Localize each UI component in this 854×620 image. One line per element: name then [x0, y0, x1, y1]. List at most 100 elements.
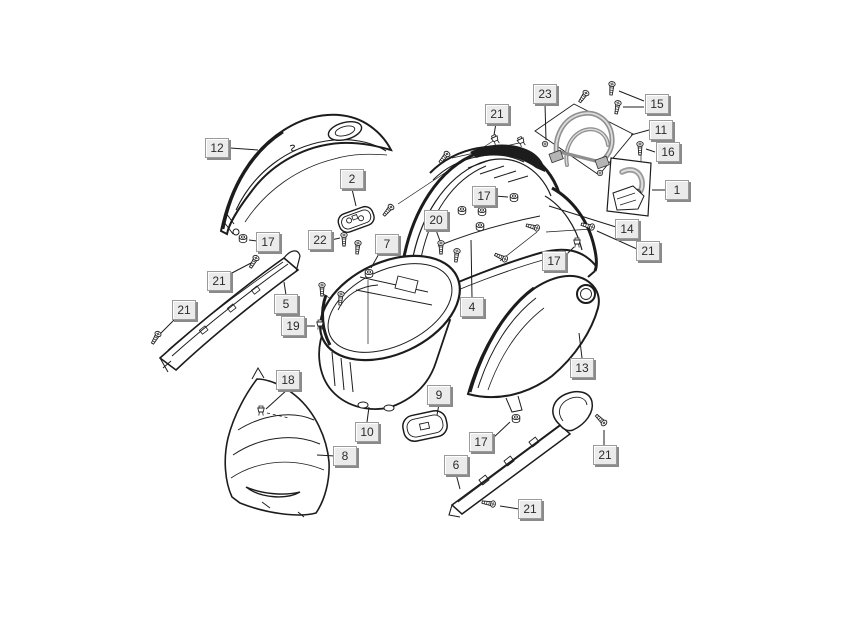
screw-icon — [576, 88, 591, 105]
leader-line — [596, 230, 638, 250]
callout-23[interactable]: 23 — [533, 84, 557, 104]
callout-7[interactable]: 7 — [375, 234, 399, 254]
leader-line — [470, 239, 473, 298]
callout-21[interactable]: 21 — [172, 300, 196, 320]
leader-line — [451, 142, 520, 159]
callout-4[interactable]: 4 — [460, 297, 484, 317]
leader-line — [266, 412, 290, 419]
callout-11[interactable]: 11 — [649, 120, 673, 140]
part-1-duct-box-drawing — [606, 157, 652, 217]
leader-line — [436, 403, 440, 416]
leader-line — [370, 251, 381, 269]
screw-icon — [437, 240, 445, 255]
screw-icon — [525, 221, 541, 233]
leader-line — [630, 129, 650, 136]
callout-13[interactable]: 13 — [570, 358, 594, 378]
callout-17[interactable]: 17 — [469, 432, 493, 452]
leader-line — [316, 454, 336, 457]
callout-17[interactable]: 17 — [542, 251, 566, 271]
screw-icon — [612, 99, 623, 115]
nut-icon — [475, 221, 485, 232]
leader-line — [491, 421, 511, 440]
nut-icon — [477, 206, 487, 217]
part-2-lock-drawing — [337, 205, 375, 233]
screw-icon — [493, 251, 509, 264]
callout-21[interactable]: 21 — [593, 445, 617, 465]
part-12-rear-cover-drawing — [219, 113, 393, 236]
leader-line — [397, 140, 494, 205]
callout-20[interactable]: 20 — [424, 210, 448, 230]
screw-icon — [593, 412, 609, 428]
leader-line — [493, 195, 509, 198]
leader-line — [548, 205, 617, 228]
nut-icon — [509, 192, 519, 203]
leader-line — [330, 237, 341, 241]
part-8-front-cover-drawing — [224, 366, 330, 518]
callout-10[interactable]: 10 — [355, 422, 379, 442]
leader-lines-layer — [159, 90, 665, 510]
part-6-sill-strip-drawing — [448, 390, 594, 518]
callout-12[interactable]: 12 — [205, 138, 229, 158]
callout-21[interactable]: 21 — [207, 271, 231, 291]
callout-9[interactable]: 9 — [427, 385, 451, 405]
leader-line — [283, 281, 287, 296]
screw-icon — [636, 141, 644, 156]
part-5-trim-strip-drawing — [158, 250, 301, 373]
callout-1[interactable]: 1 — [665, 180, 689, 200]
screw-icon — [247, 253, 261, 270]
luggage-rack-drawing — [548, 110, 615, 170]
leader-line — [366, 406, 370, 423]
callout-17[interactable]: 17 — [472, 186, 496, 206]
callout-5[interactable]: 5 — [274, 294, 298, 314]
nut-icon — [457, 205, 467, 216]
leader-line — [545, 228, 593, 233]
leader-line — [544, 103, 547, 141]
leader-line — [265, 388, 289, 410]
clip-icon — [573, 237, 581, 249]
leader-line — [351, 188, 357, 207]
leader-line — [435, 229, 441, 242]
callout-14[interactable]: 14 — [615, 219, 639, 239]
screw-icon — [353, 239, 362, 255]
rivet-icon — [541, 140, 549, 148]
callout-21[interactable]: 21 — [636, 241, 660, 261]
screw-icon — [318, 282, 326, 297]
nut-icon — [238, 233, 248, 244]
leader-line — [159, 318, 176, 335]
screw-icon — [149, 329, 163, 346]
part-13-side-panel-drawing — [466, 274, 600, 413]
nut-icon — [364, 268, 374, 279]
screw-icon — [481, 498, 497, 509]
leader-line — [455, 473, 461, 490]
leader-line — [564, 246, 575, 257]
callout-15[interactable]: 15 — [645, 94, 669, 114]
clip-icon — [515, 135, 527, 148]
rivet-icon — [596, 169, 604, 177]
screw-icon — [340, 232, 348, 247]
leader-line — [499, 505, 520, 510]
callout-16[interactable]: 16 — [656, 142, 680, 162]
nut-icon — [511, 413, 521, 424]
callout-21[interactable]: 21 — [485, 104, 509, 124]
leader-line — [493, 122, 497, 136]
callout-19[interactable]: 19 — [281, 316, 305, 336]
callout-17[interactable]: 17 — [256, 232, 280, 252]
clip-icon — [489, 133, 501, 146]
leader-line — [618, 90, 645, 102]
leader-line — [645, 148, 656, 153]
callout-6[interactable]: 6 — [444, 455, 468, 475]
callout-8[interactable]: 8 — [333, 446, 357, 466]
part-9-lid-drawing — [402, 410, 448, 442]
leader-line — [229, 261, 254, 275]
leader-line — [578, 332, 583, 359]
part-10-helmet-box-drawing — [318, 254, 461, 412]
callout-2[interactable]: 2 — [340, 169, 364, 189]
callout-18[interactable]: 18 — [276, 370, 300, 390]
callout-21[interactable]: 21 — [518, 499, 542, 519]
screw-icon — [381, 202, 396, 218]
callout-22[interactable]: 22 — [308, 230, 332, 250]
screw-icon — [452, 247, 461, 263]
screw-icon — [607, 80, 616, 96]
